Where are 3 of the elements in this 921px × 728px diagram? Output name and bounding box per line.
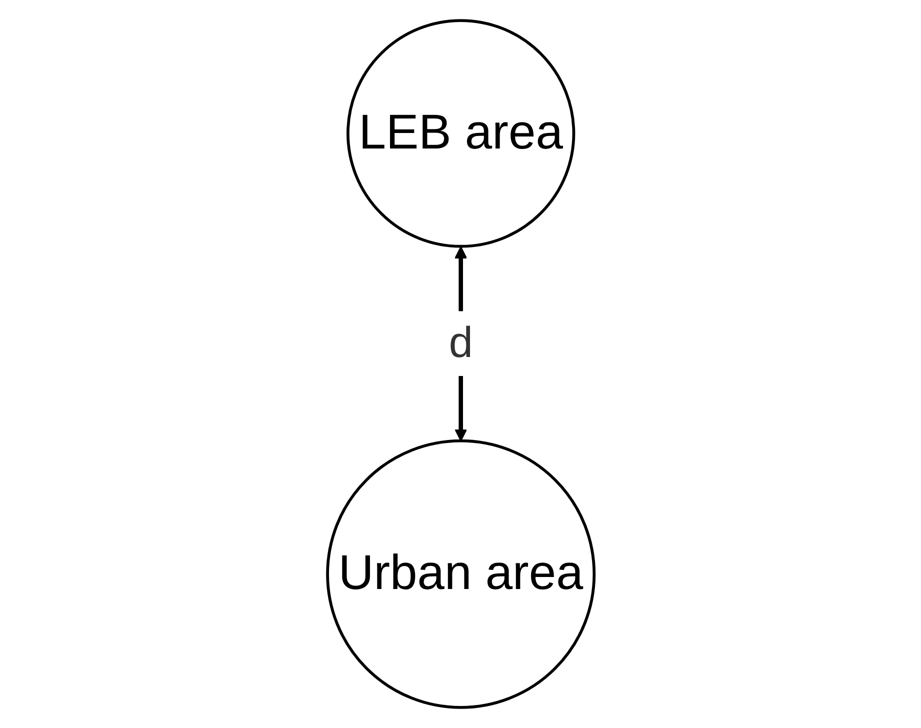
node-circle: Urban area (326, 439, 596, 709)
edge-label: d (448, 320, 473, 368)
node-circle: LEB area (346, 19, 575, 248)
